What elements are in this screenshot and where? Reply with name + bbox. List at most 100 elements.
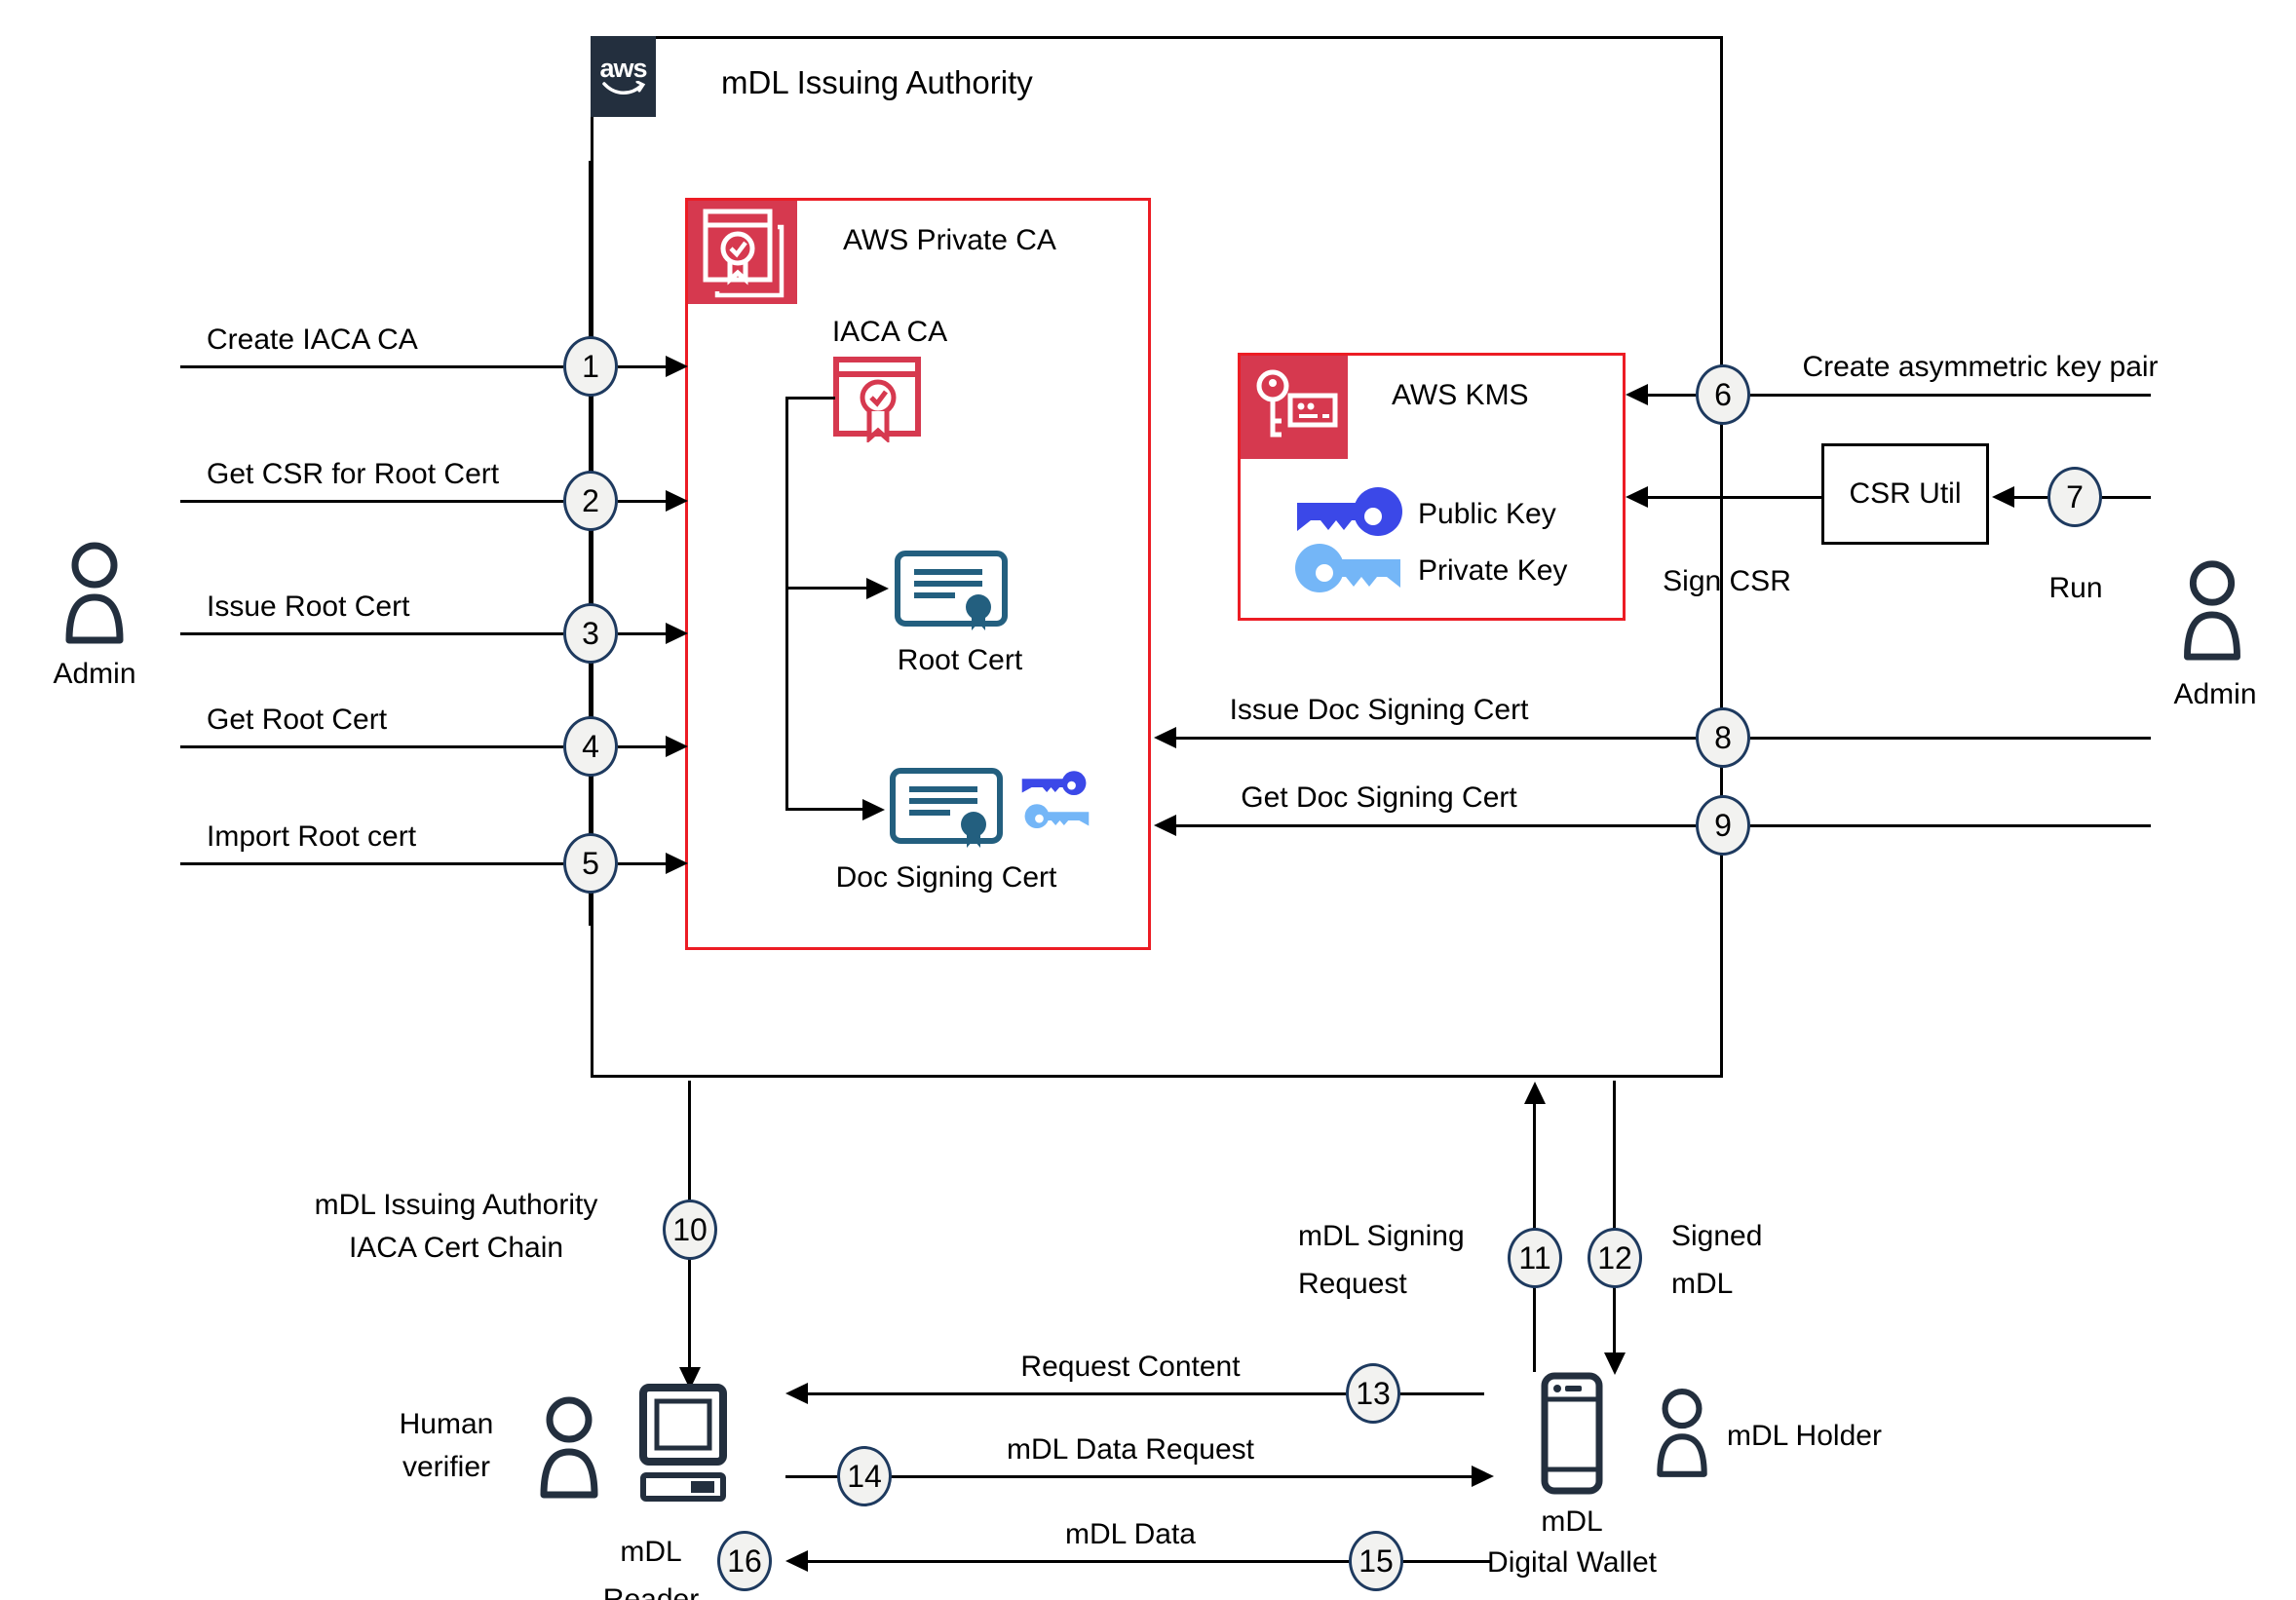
- flow-line: [180, 365, 563, 368]
- mdl-wallet-label-line2: Digital Wallet: [1487, 1546, 1657, 1579]
- flow-label-line2: IACA Cert Chain: [348, 1232, 564, 1264]
- flow-arrowhead-icon: [666, 736, 688, 757]
- flow-label: Import Root cert: [207, 820, 417, 853]
- mdl-reader-computer-icon: [639, 1384, 727, 1502]
- kms-service-icon: [1241, 356, 1348, 459]
- root-cert-icon: [895, 551, 1008, 630]
- mdl-wallet-label-line1: mDL: [1541, 1505, 1603, 1538]
- private-key-label: Private Key: [1418, 554, 1568, 587]
- flow-arrowhead-icon: [1604, 1352, 1626, 1375]
- private-ca-service-icon: [688, 201, 797, 304]
- csr-util-label: CSR Util: [1849, 477, 1962, 510]
- aws-logo-text: aws: [599, 53, 647, 83]
- aws-private-ca-box: [685, 198, 1151, 950]
- admin-left-person-icon: [65, 542, 124, 644]
- iaca-connector-line: [785, 397, 835, 400]
- flow-line: [789, 1392, 1484, 1395]
- step-circle-11: 11: [1508, 1228, 1562, 1288]
- mdl-reader-label-line2: Reader: [602, 1583, 700, 1600]
- cert-tree-trunk-line: [785, 397, 788, 810]
- mdl-reader-label-line1: mDL: [620, 1536, 682, 1568]
- step-circle-2: 2: [563, 471, 618, 531]
- root-cert-branch-line: [785, 587, 869, 590]
- sign-csr-label: Sign CSR: [1663, 565, 1791, 597]
- flow-arrowhead-icon: [666, 490, 688, 512]
- flow-line: [1633, 394, 2151, 397]
- flow-line: [618, 862, 669, 865]
- flow-label: Create IACA CA: [207, 324, 418, 356]
- flow-line: [1613, 1081, 1616, 1355]
- human-verifier-person-icon: [540, 1396, 598, 1499]
- flow-label: Issue Doc Signing Cert: [1229, 694, 1529, 726]
- step-circle-4: 4: [563, 716, 618, 777]
- root-cert-label: Root Cert: [897, 644, 1023, 676]
- flow-line: [618, 745, 669, 748]
- iaca-ca-certificate-icon: [833, 357, 921, 442]
- flow-line: [789, 1560, 1491, 1563]
- mdl-issuing-authority-box: [591, 36, 1723, 1078]
- flow-arrowhead-icon: [1626, 486, 1648, 508]
- human-verifier-label-line2: verifier: [402, 1451, 490, 1483]
- csr-util-box: CSR Util: [1821, 443, 1989, 545]
- step-circle-14: 14: [837, 1446, 892, 1506]
- doc-signing-cert-label: Doc Signing Cert: [835, 861, 1057, 894]
- flow-arrowhead-icon: [666, 853, 688, 874]
- flow-label: Request Content: [1020, 1351, 1241, 1383]
- flow-arrowhead-icon: [1992, 486, 2014, 508]
- step-circle-15: 15: [1349, 1531, 1403, 1591]
- flow-line: [785, 1475, 1473, 1478]
- flow-label: Get Doc Signing Cert: [1241, 781, 1517, 814]
- flow-line: [618, 500, 669, 503]
- step-circle-13: 13: [1346, 1363, 1400, 1424]
- step-circle-7: 7: [2047, 467, 2102, 527]
- flow-arrowhead-icon: [1524, 1082, 1546, 1104]
- mdl-wallet-phone-icon: [1541, 1372, 1603, 1495]
- flow-arrowhead-icon: [785, 1550, 808, 1572]
- flow-arrowhead-icon: [666, 356, 688, 377]
- page-title: mDL Issuing Authority: [721, 64, 1033, 100]
- flow-line: [618, 632, 669, 635]
- root-cert-arrowhead-icon: [866, 578, 889, 599]
- step-circle-5: 5: [563, 833, 618, 894]
- flow-line: [180, 745, 563, 748]
- admin-left-label: Admin: [53, 658, 136, 690]
- mdl-holder-label: mDL Holder: [1727, 1420, 1882, 1452]
- flow-line: [180, 500, 563, 503]
- step-circle-3: 3: [563, 603, 618, 664]
- flow-label: Get CSR for Root Cert: [207, 458, 500, 490]
- flow-line: [1633, 496, 1821, 499]
- flow-arrowhead-icon: [1472, 1466, 1494, 1487]
- step-circle-12: 12: [1588, 1228, 1642, 1288]
- kms-key-card-icon: [1256, 369, 1338, 438]
- admin-right-label: Admin: [2173, 678, 2257, 710]
- step-circle-6: 6: [1696, 364, 1750, 425]
- flow-arrowhead-icon: [1626, 384, 1648, 405]
- flow-line: [1159, 824, 2151, 827]
- public-key-icon: [1297, 487, 1402, 536]
- flow-arrowhead-icon: [1154, 727, 1176, 748]
- flow-label: Get Root Cert: [207, 704, 388, 736]
- flow-label-line1: mDL Issuing Authority: [314, 1189, 598, 1221]
- flow-label: Create asymmetric key pair: [1802, 351, 2159, 383]
- flow-label: Issue Root Cert: [207, 590, 410, 623]
- step-circle-9: 9: [1696, 795, 1750, 856]
- doc-cert-arrowhead-icon: [862, 799, 885, 820]
- human-verifier-label-line1: Human: [399, 1408, 494, 1440]
- flow-label: mDL Data Request: [1006, 1433, 1254, 1466]
- flow-line: [618, 365, 669, 368]
- flow-line: [180, 862, 563, 865]
- public-key-label: Public Key: [1418, 498, 1556, 530]
- private-ca-title: AWS Private CA: [843, 224, 1056, 256]
- flow-arrowhead-icon: [785, 1383, 808, 1404]
- step-circle-10: 10: [663, 1200, 717, 1260]
- run-label: Run: [2048, 572, 2103, 604]
- doc-cert-key-pair-icon: [1021, 771, 1090, 828]
- mdl-holder-person-icon: [1657, 1389, 1707, 1477]
- left-flows-rail-line: [589, 161, 592, 926]
- flow-line: [180, 632, 563, 635]
- flow-label-line1: Signed: [1671, 1220, 1763, 1252]
- flow-arrowhead-icon: [666, 623, 688, 644]
- flow-label: mDL Data: [1065, 1518, 1196, 1550]
- step-circle-8: 8: [1696, 707, 1750, 768]
